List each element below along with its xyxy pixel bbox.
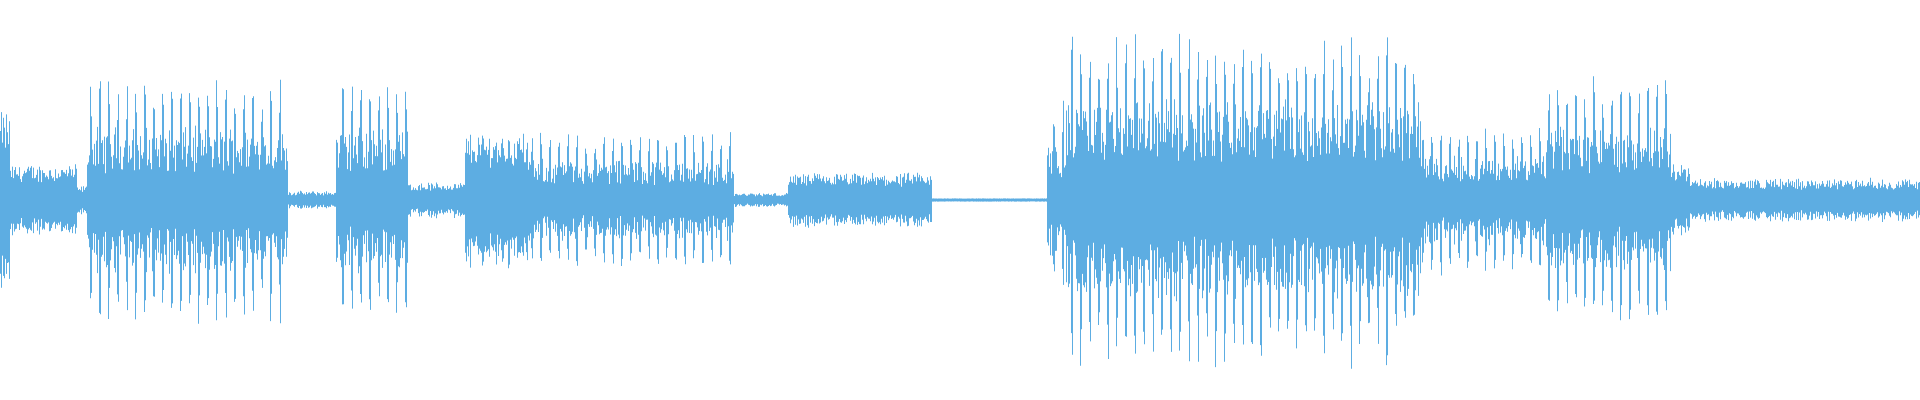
waveform-path — [0, 33, 1920, 369]
waveform-samples — [0, 33, 1920, 369]
